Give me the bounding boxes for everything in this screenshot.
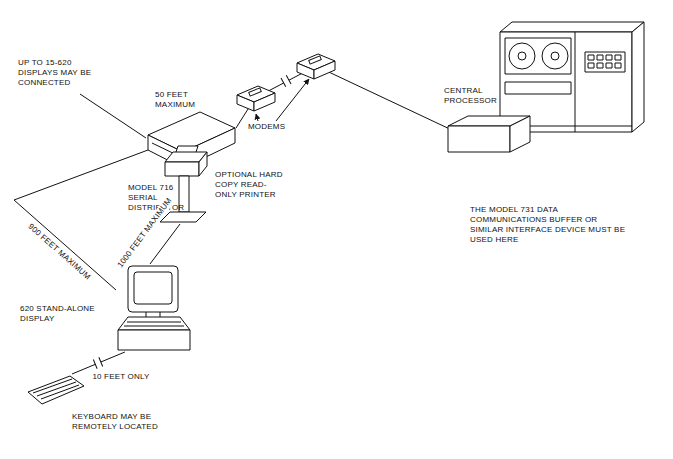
keyboard <box>28 376 84 404</box>
display-node: 620 STAND-ALONE DISPLAY <box>116 264 190 352</box>
leader-line <box>80 94 146 138</box>
break-mark <box>281 75 291 87</box>
callout-label: MODEMS <box>248 122 294 132</box>
cable-length-wrap: 900 FEET MAXIMUM <box>24 220 94 283</box>
note-label-wrap: THE MODEL 731 DATA COMMUNICATIONS BUFFER… <box>470 205 628 245</box>
break-mark <box>93 357 102 369</box>
distributor-box <box>148 112 235 168</box>
keyboard-node: KEYBOARD MAY BE REMOTELY LOCATED <box>26 374 86 406</box>
distance-label: 50 FEET MAXIMUM <box>155 90 203 110</box>
modem <box>237 86 275 111</box>
equipment-label: CENTRAL PROCESSOR <box>444 86 508 106</box>
leader-arrow <box>276 79 309 121</box>
equipment-label-wrap: CENTRAL PROCESSOR <box>444 86 508 106</box>
equipment-label: KEYBOARD MAY BE REMOTELY LOCATED <box>72 412 176 432</box>
equipment-label-wrap: OPTIONAL HARD COPY READ-ONLY PRINTER <box>215 170 287 200</box>
display-terminal <box>118 266 190 350</box>
cable-length-label: 900 FEET MAXIMUM <box>24 220 94 283</box>
cable-length-label: 10 FEET ONLY <box>90 372 151 382</box>
note-label-wrap: UP TO 15-620 DISPLAYS MAY BE CONNECTED <box>18 58 110 88</box>
cable-line <box>150 224 180 264</box>
buffer-box <box>448 116 530 152</box>
distance-label-wrap: 50 FEET MAXIMUM <box>155 90 203 110</box>
cable-line <box>72 352 125 374</box>
note-label: UP TO 15-620 DISPLAYS MAY BE CONNECTED <box>18 58 110 88</box>
equipment-label: OPTIONAL HARD COPY READ-ONLY PRINTER <box>215 170 287 200</box>
equipment-label: 620 STAND-ALONE DISPLAY <box>20 304 108 324</box>
callout-label-wrap: MODEMS <box>248 122 294 132</box>
cable-length-wrap: 10 FEET ONLY <box>90 372 151 382</box>
processor-node: CENTRAL PROCESSOR <box>448 18 646 154</box>
equipment-label-wrap: 620 STAND-ALONE DISPLAY <box>20 304 108 324</box>
modem <box>297 54 335 79</box>
cable-line <box>236 66 448 128</box>
equipment-label-wrap: KEYBOARD MAY BE REMOTELY LOCATED <box>72 412 176 432</box>
note-label: THE MODEL 731 DATA COMMUNICATIONS BUFFER… <box>470 205 628 245</box>
leader-arrow <box>256 114 258 121</box>
distributor-node: MODEL 716 SERIAL DISTRIBUTOR <box>148 112 236 170</box>
